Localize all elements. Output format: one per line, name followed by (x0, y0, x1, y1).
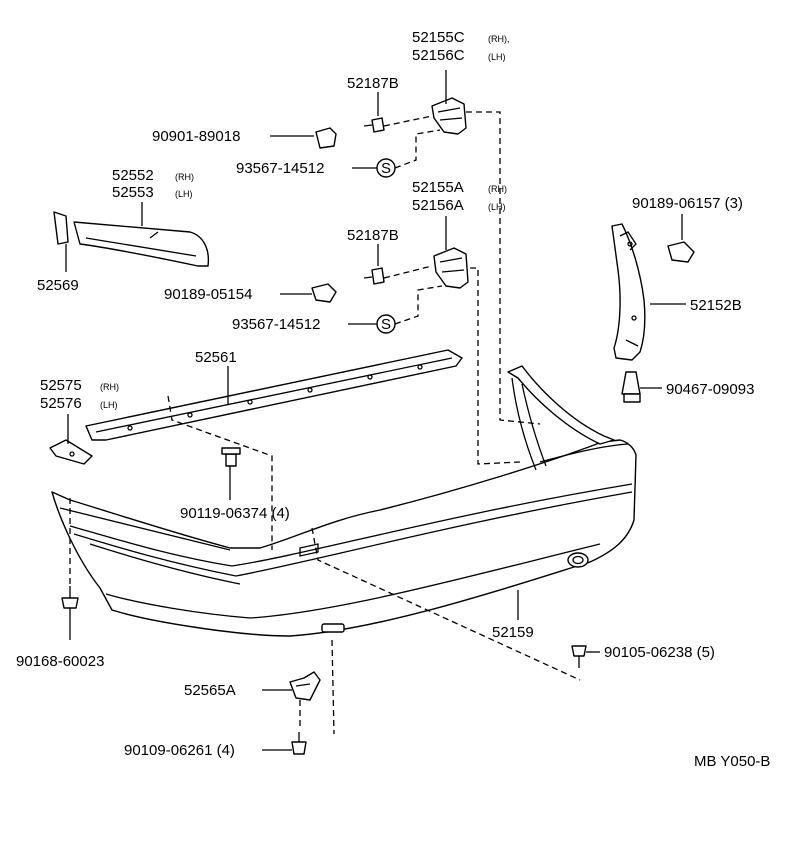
label-93567-14512-mid: 93567-14512 (232, 316, 320, 333)
label-52575-side: (RH) (100, 382, 119, 392)
label-52187B-mid: 52187B (347, 227, 399, 244)
label-90119-06374: 90119-06374 (4) (180, 505, 290, 522)
leader-lines (65, 70, 686, 691)
label-90901-89018: 90901-89018 (152, 128, 240, 145)
label-52155C-side: (RH), (488, 34, 510, 44)
label-90109-06261: 90109-06261 (4) (124, 742, 235, 759)
ring-s-glyph: S (381, 160, 391, 177)
bracket-52155C[interactable] (431, 97, 467, 135)
label-52569: 52569 (37, 277, 79, 294)
label-52156C-side: (LH) (488, 52, 506, 62)
label-90189-05154: 90189-05154 (164, 286, 252, 303)
screw-90109[interactable] (262, 732, 307, 755)
label-52575: 52575 (40, 377, 82, 394)
bumper-cover-52159[interactable] (51, 365, 637, 637)
clip-90901[interactable] (270, 127, 337, 149)
label-52156A: 52156A (412, 197, 464, 214)
rivet-90467[interactable] (621, 371, 662, 403)
screw-90168[interactable] (61, 586, 79, 640)
ring-93567-mid[interactable]: S (348, 314, 396, 334)
label-52155A-side: (RH) (488, 184, 507, 194)
label-52576-side: (LH) (100, 400, 118, 410)
label-52159: 52159 (492, 624, 534, 641)
bracket-52155A[interactable] (433, 247, 469, 289)
part-labels: 52155C (RH), 52156C (LH) 52187B 90901-89… (16, 29, 770, 770)
label-52156C: 52156C (412, 47, 465, 64)
clip-90189-05154[interactable] (280, 283, 337, 303)
spacer-52569[interactable] (53, 211, 69, 245)
label-52187B-top: 52187B (347, 75, 399, 92)
label-52152B: 52152B (690, 297, 742, 314)
bracket-52565A[interactable] (289, 671, 321, 701)
label-52552: 52552 (112, 167, 154, 184)
screw-90105[interactable] (571, 645, 600, 668)
label-52553-side: (LH) (175, 189, 193, 199)
assembly-lines (69, 111, 581, 735)
label-93567-14512-top: 93567-14512 (236, 160, 324, 177)
label-52156A-side: (LH) (488, 202, 506, 212)
screw-52187B-top[interactable] (363, 92, 385, 133)
label-90189-06157: 90189-06157 (3) (632, 195, 743, 212)
ring-93567-top[interactable]: S (352, 158, 396, 178)
label-52553: 52553 (112, 184, 154, 201)
label-52552-side: (RH) (175, 172, 194, 182)
side-retainer-52152B[interactable] (611, 223, 646, 361)
figure-code: MB Y050-B (694, 753, 770, 770)
label-90105-06238: 90105-06238 (5) (604, 644, 715, 661)
bolt-90119[interactable] (221, 447, 241, 500)
label-90467-09093: 90467-09093 (666, 381, 754, 398)
side-extension-52552[interactable] (73, 221, 210, 267)
screw-52187B-mid[interactable] (363, 244, 385, 285)
label-52565A: 52565A (184, 682, 236, 699)
label-90168-60023: 90168-60023 (16, 653, 104, 670)
label-52155C: 52155C (412, 29, 465, 46)
label-52561: 52561 (195, 349, 237, 366)
label-52155A: 52155A (412, 179, 464, 196)
bracket-52575[interactable] (49, 439, 93, 465)
clip-90189-06157[interactable] (667, 214, 695, 263)
ring-s-glyph: S (381, 316, 391, 333)
label-52576: 52576 (40, 395, 82, 412)
reinforcement-52561[interactable] (85, 349, 463, 441)
